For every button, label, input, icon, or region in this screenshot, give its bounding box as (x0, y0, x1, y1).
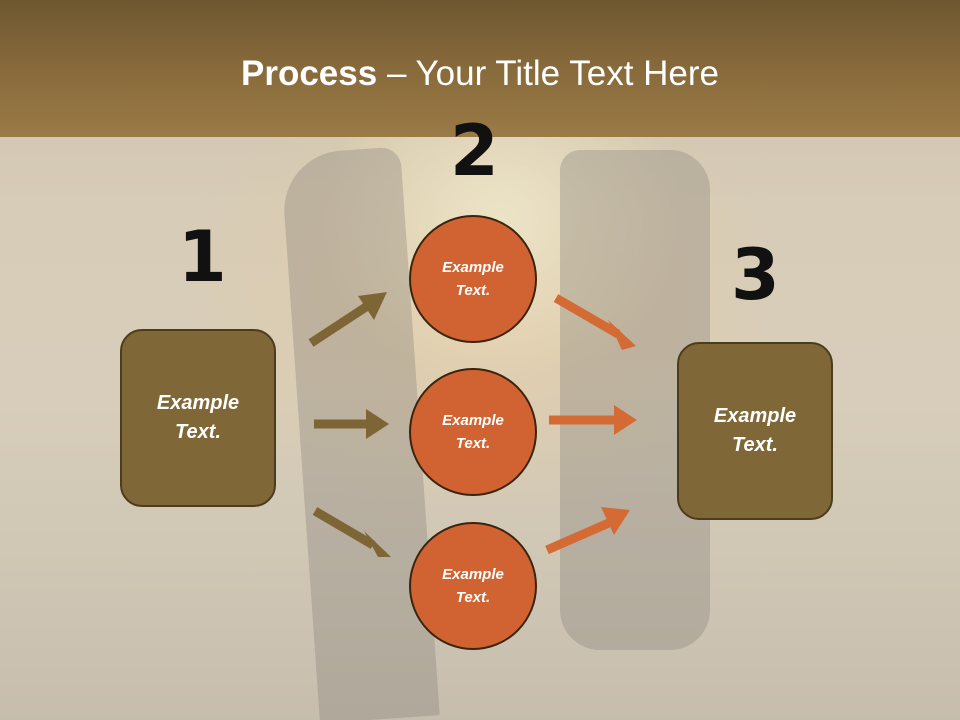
title-bar: Process – Your Title Text Here (0, 0, 960, 137)
slide-title: Process – Your Title Text Here (0, 52, 960, 96)
arrow-top-to-right (553, 294, 636, 350)
step-3-text-line1: Example (713, 405, 797, 427)
step-number-2: 2 (450, 110, 499, 192)
title-regular-part: – Your Title Text Here (377, 54, 719, 93)
step-1-text-line2: Text. (175, 421, 221, 443)
step-3-text-line2: Text. (732, 434, 778, 456)
arrow-left-to-middle (314, 409, 389, 439)
circle-bottom-text-line2: Text. (455, 589, 491, 606)
step-1-box: Example Text. (120, 329, 276, 507)
step-2-circle-bottom: Example Text. (409, 522, 537, 650)
step-number-1: 1 (178, 216, 227, 298)
arrow-left-to-bottom (312, 507, 391, 557)
step-number-3: 3 (731, 234, 780, 316)
title-bold-part: Process (241, 54, 378, 93)
circle-top-text-line2: Text. (455, 282, 491, 299)
circle-middle-text-line1: Example (442, 412, 504, 429)
arrow-left-to-top (308, 292, 387, 347)
circle-bottom-text-line1: Example (442, 566, 504, 583)
step-1-text-line1: Example (156, 392, 240, 414)
circle-top-text-line1: Example (442, 259, 504, 276)
step-2-circle-top: Example Text. (409, 215, 537, 343)
step-2-circle-middle: Example Text. (409, 368, 537, 496)
arrow-middle-to-right (549, 405, 637, 435)
arrow-bottom-to-right (545, 507, 630, 555)
circle-middle-text-line2: Text. (455, 435, 491, 452)
step-3-box: Example Text. (677, 342, 833, 520)
